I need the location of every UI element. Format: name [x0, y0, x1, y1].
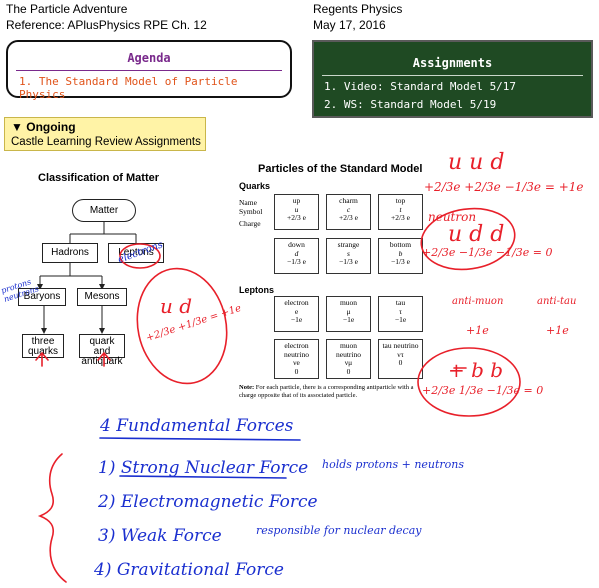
meson-circle	[136, 267, 228, 385]
header-left-line2: Reference: APlusPhysics RPE Ch. 12	[6, 18, 207, 32]
assignment-item-1[interactable]: 1. Video: Standard Model 5/17	[324, 80, 517, 93]
header-left-line1: The Particle Adventure	[6, 2, 128, 16]
sm-quarks-label: Quarks	[239, 181, 271, 191]
hand-force-3-note: responsible for nuclear decay	[256, 524, 422, 537]
sm-row-charge: Charge	[239, 219, 261, 228]
hand-tbb: + b b	[448, 358, 504, 382]
assignments-title: Assignments	[412, 56, 493, 70]
leptons-circle	[119, 243, 161, 269]
ongoing-header[interactable]: ▼ Ongoing	[11, 120, 76, 134]
hand-anti-muon: anti-muon	[452, 296, 504, 307]
neutron-circle	[420, 207, 516, 271]
arrow-quark-antiquark	[97, 351, 111, 367]
hand-udd: u d d	[448, 222, 505, 247]
sm-note: Note: For each particle, there is a corr…	[239, 384, 414, 399]
hand-anti-tau: anti-tau	[537, 296, 577, 307]
sm-row-name: Name	[239, 198, 257, 207]
agenda-title: Agenda	[127, 51, 171, 65]
hand-force-2: 2) Electromagnetic Force	[98, 492, 318, 512]
classification-title: Classification of Matter	[38, 172, 160, 184]
hand-tbb-charge: +2/3e 1/3e −1/3e = 0	[422, 384, 544, 397]
sm-leptons-label: Leptons	[239, 285, 274, 295]
hand-anti-tau-charge: +1e	[546, 324, 569, 337]
arrow-three-quarks	[35, 351, 49, 367]
assignments-divider	[322, 75, 583, 76]
forces-brace	[37, 453, 67, 583]
hand-uud: u u d	[448, 150, 505, 175]
hand-force-3: 3) Weak Force	[98, 526, 222, 546]
sm-title: Particles of the Standard Model	[258, 163, 423, 175]
tbb-circle	[417, 347, 521, 417]
forces-underline	[99, 437, 301, 441]
ongoing-item[interactable]: Castle Learning Review Assignments	[11, 136, 201, 148]
hand-udd-charge: +2/3e −1/3e −1/3e = 0	[422, 246, 553, 259]
ongoing-title: Ongoing	[26, 120, 76, 134]
ongoing-panel: ▼ Ongoing Castle Learning Review Assignm…	[4, 117, 206, 151]
hand-neutron: neutron	[428, 210, 477, 224]
node-mesons: Mesons	[77, 288, 127, 306]
hand-force-1-note: holds protons + neutrons	[322, 458, 465, 471]
force1-underline	[119, 475, 287, 479]
sm-row-symbol: Symbol	[239, 207, 263, 216]
node-hadrons: Hadrons	[42, 243, 98, 263]
assignments-box: Assignments 1. Video: Standard Model 5/1…	[312, 40, 593, 118]
node-baryons: Baryons	[18, 288, 66, 306]
hand-force-1: 1) Strong Nuclear Force	[98, 458, 309, 478]
node-quark-antiquark: quark and antiquark	[79, 334, 125, 367]
hand-anti-muon-charge: +1e	[466, 324, 489, 337]
hand-forces-title: 4 Fundamental Forces	[100, 416, 294, 436]
agenda-item-1[interactable]: 1. The Standard Model of Particle Physic…	[19, 75, 238, 101]
disclosure-triangle-icon[interactable]: ▼	[11, 120, 23, 134]
hand-force-4: 4) Gravitational Force	[94, 560, 284, 580]
hand-uud-charge: +2/3e +2/3e −1/3e = +1e	[424, 180, 584, 194]
header-right-line1: Regents Physics	[313, 2, 403, 16]
node-matter: Matter	[72, 199, 136, 222]
agenda-divider	[16, 70, 282, 71]
assignment-item-2[interactable]: 2. WS: Standard Model 5/19	[324, 98, 497, 111]
header-right-line2: May 17, 2016	[313, 18, 386, 32]
agenda-box: Agenda 1. The Standard Model of Particle…	[6, 40, 292, 101]
hand-ud-bar: u d	[160, 294, 193, 318]
